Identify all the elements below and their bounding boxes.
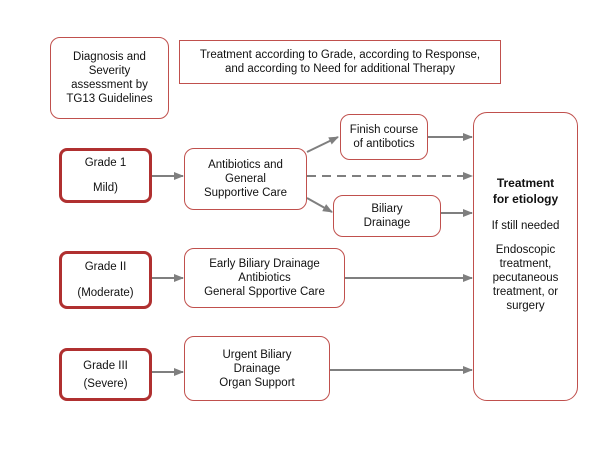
g1-treatment-line: Supportive Care [203, 187, 288, 199]
diagnosis-line: assessment by [71, 79, 148, 91]
grade3-box: Grade III (Severe) [59, 348, 152, 401]
g2-treatment-line: General Spportive Care [204, 286, 325, 298]
biliary-drainage-line: Biliary [371, 203, 403, 215]
g3-treatment-line: Urgent Biliary [222, 348, 292, 361]
arrow-antibiotics-to-finish-course [306, 136, 339, 153]
g1-treatment-line: Antibiotics and [208, 159, 283, 171]
grade2-severity: (Moderate) [77, 287, 134, 299]
etiology-option: pecutaneous [492, 272, 559, 284]
grade2-box: Grade II (Moderate) [59, 251, 152, 309]
etiology-option: treatment, [499, 258, 552, 270]
finish-course-box: Finish course of antibotics [340, 114, 428, 160]
finish-course-line: Finish course [349, 124, 419, 136]
etiology-option: surgery [506, 300, 545, 312]
etiology-option: Endoscopic [495, 244, 556, 256]
grade1-severity: Mild) [93, 181, 118, 194]
g3-treatment-line: Organ Support [219, 376, 295, 389]
diagnosis-line: TG13 Guidelines [66, 93, 153, 105]
etiology-title: for etiology [492, 192, 559, 206]
biliary-drainage-line: Drainage [363, 217, 411, 229]
g1-treatment-box: Antibiotics and General Supportive Care [184, 148, 307, 210]
header-line: and according to Need for additional The… [225, 63, 455, 75]
g2-treatment-box: Early Biliary Drainage Antibiotics Gener… [184, 248, 345, 308]
g3-treatment-box: Urgent Biliary Drainage Organ Support [184, 336, 330, 401]
g1-treatment-line: General [225, 173, 266, 185]
grade3-severity: (Severe) [83, 377, 128, 390]
g3-treatment-line: Drainage [233, 362, 281, 375]
grade2-title: Grade II [84, 261, 127, 273]
diagnosis-line: Severity [88, 65, 131, 77]
header-line: Treatment according to Grade, according … [199, 49, 481, 61]
grade1-title: Grade 1 [84, 157, 127, 170]
biliary-drainage-box: Biliary Drainage [333, 195, 441, 237]
diagnosis-line: Diagnosis and [73, 51, 146, 63]
g2-treatment-line: Antibiotics [238, 272, 291, 284]
grade3-title: Grade III [83, 359, 128, 372]
grade1-box: Grade 1 Mild) [59, 148, 152, 203]
arrow-antibiotics-to-biliary-drainage [306, 197, 333, 213]
etiology-option: treatment, or [492, 286, 559, 298]
etiology-title: Treatment [496, 176, 555, 190]
etiology-box: Treatment for etiology If still needed E… [473, 112, 578, 401]
diagnosis-box: Diagnosis and Severity assessment by TG1… [50, 37, 169, 119]
g2-treatment-line: Early Biliary Drainage [209, 258, 320, 270]
etiology-if-needed: If still needed [491, 220, 560, 232]
header-box: Treatment according to Grade, according … [179, 40, 501, 84]
finish-course-line: of antibotics [353, 138, 415, 150]
